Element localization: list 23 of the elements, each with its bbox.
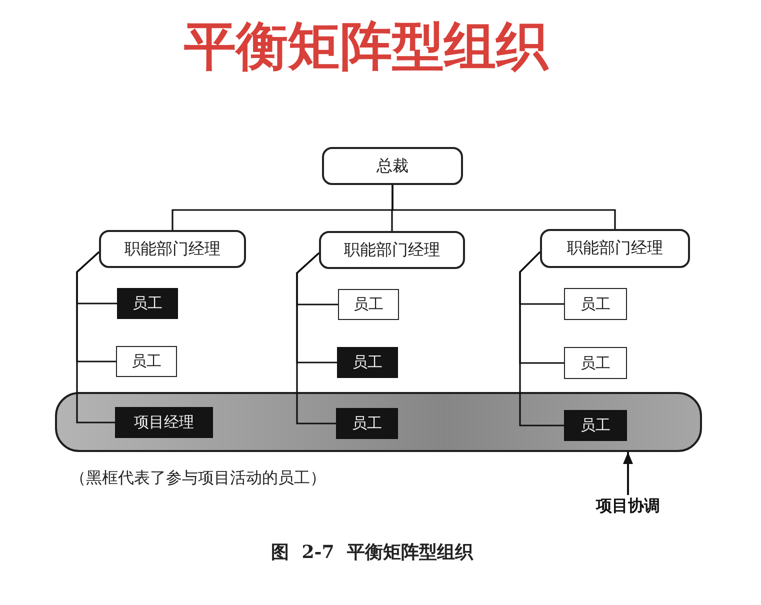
- employee-box: 员工: [564, 288, 627, 320]
- connector-line: [519, 251, 564, 426]
- manager-box: 职能部门经理: [540, 229, 690, 268]
- project-manager-box: 项目经理: [115, 407, 213, 438]
- title: 平衡矩阵型组织: [184, 20, 548, 75]
- employee-box: 员工: [116, 346, 177, 377]
- connector-line: [76, 251, 115, 424]
- arrow: [623, 452, 633, 495]
- figure-caption: 图 2-7 平衡矩阵型组织: [271, 541, 473, 564]
- employee-box: 员工: [564, 347, 627, 379]
- annotation-text: 项目协调: [592, 495, 664, 517]
- executive-box: 总裁: [322, 147, 463, 185]
- employee-box: 员工: [564, 410, 627, 441]
- connector-line: [296, 252, 336, 424]
- employee-box: 员工: [337, 347, 398, 378]
- connector-line: [392, 185, 616, 229]
- employee-box: 员工: [336, 408, 398, 439]
- project-band: [55, 392, 702, 452]
- manager-box: 职能部门经理: [99, 230, 246, 268]
- manager-box: 职能部门经理: [319, 231, 465, 269]
- note-text: （黑框代表了参与项目活动的员工）: [70, 468, 326, 489]
- employee-box: 员工: [338, 289, 399, 320]
- employee-box: 员工: [117, 288, 178, 319]
